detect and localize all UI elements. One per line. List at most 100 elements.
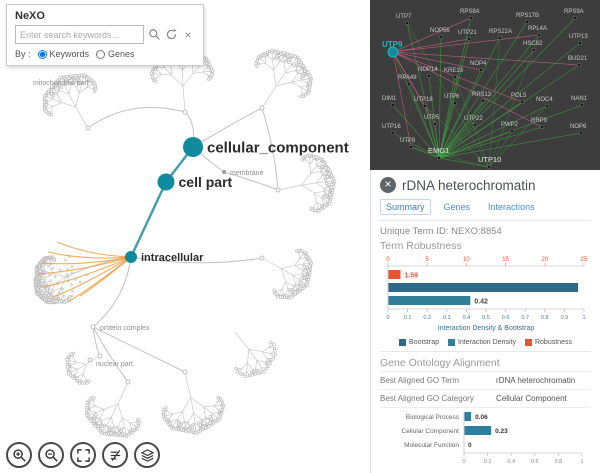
gene-node-PWP2[interactable] bbox=[510, 129, 514, 133]
tree-leaf-node[interactable] bbox=[299, 76, 304, 80]
gene-node-UTP7[interactable] bbox=[405, 21, 409, 25]
tree-leaf-node[interactable] bbox=[37, 265, 41, 269]
tree-leaf-node[interactable] bbox=[308, 74, 312, 78]
layers-button[interactable] bbox=[134, 442, 160, 468]
gene-label-RPS22A[interactable]: RPS22A bbox=[489, 29, 512, 35]
tree-leaf-node[interactable] bbox=[219, 411, 224, 415]
gene-label-UTP21[interactable]: UTP21 bbox=[458, 30, 477, 36]
tree-leaf-node[interactable] bbox=[276, 50, 280, 54]
tree-leaf-node[interactable] bbox=[69, 352, 73, 356]
tree-leaf-node[interactable] bbox=[165, 420, 170, 425]
tree-node[interactable] bbox=[182, 369, 188, 375]
tree-leaf-node[interactable] bbox=[309, 206, 313, 210]
tree-leaf-node[interactable] bbox=[151, 78, 156, 83]
tree-leaf-node[interactable] bbox=[60, 85, 64, 89]
tree-leaf-node[interactable] bbox=[177, 419, 181, 423]
tree-leaf-node[interactable] bbox=[222, 404, 226, 408]
tree-leaf-node[interactable] bbox=[43, 288, 46, 291]
clear-icon[interactable]: × bbox=[184, 27, 192, 42]
gene-label-EMG1[interactable]: EMG1 bbox=[428, 146, 449, 155]
tree-leaf-node[interactable] bbox=[307, 87, 312, 92]
tree-leaf-node[interactable] bbox=[44, 109, 48, 113]
tree-leaf-node[interactable] bbox=[96, 424, 100, 428]
search-icon[interactable] bbox=[147, 28, 161, 42]
tree-leaf-node[interactable] bbox=[53, 275, 57, 279]
tree-leaf-node[interactable] bbox=[304, 93, 308, 97]
tree-leaf-node[interactable] bbox=[270, 48, 274, 52]
tree-leaf-node[interactable] bbox=[267, 357, 272, 362]
tab-summary[interactable]: Summary bbox=[380, 199, 431, 215]
tree-leaf-node[interactable] bbox=[221, 401, 225, 405]
tree-leaf-node[interactable] bbox=[262, 54, 266, 58]
term-label[interactable]: cellular_component bbox=[207, 139, 349, 156]
tree-leaf-node[interactable] bbox=[235, 370, 239, 374]
gene-node-UTP8[interactable] bbox=[409, 145, 413, 149]
tree-leaf-node[interactable] bbox=[208, 414, 212, 419]
gene-label-HSC82[interactable]: HSC82 bbox=[523, 41, 543, 47]
tree-leaf-node[interactable] bbox=[217, 418, 221, 422]
tree-leaf-node[interactable] bbox=[68, 367, 72, 371]
tree-leaf-node[interactable] bbox=[272, 288, 276, 292]
tree-leaf-node[interactable] bbox=[136, 417, 140, 421]
tree-leaf-node[interactable] bbox=[74, 75, 78, 79]
tree-leaf-node[interactable] bbox=[109, 431, 113, 435]
tree-leaf-node[interactable] bbox=[210, 73, 214, 77]
tree-leaf-node[interactable] bbox=[176, 428, 181, 432]
gene-node-RPA49[interactable] bbox=[407, 82, 411, 86]
gene-node-EMG1[interactable] bbox=[437, 156, 441, 160]
tree-leaf-node[interactable] bbox=[67, 371, 71, 375]
tree-leaf-node[interactable] bbox=[161, 414, 165, 419]
tree-leaf-node[interactable] bbox=[303, 69, 307, 73]
gene-label-UTP10[interactable]: UTP10 bbox=[478, 155, 501, 164]
gene-node-UTP16[interactable] bbox=[391, 131, 395, 135]
tree-node[interactable] bbox=[90, 324, 96, 330]
tree-leaf-node[interactable] bbox=[43, 279, 46, 283]
gene-node-NOP6[interactable] bbox=[579, 131, 583, 135]
tree-leaf-node[interactable] bbox=[194, 431, 198, 435]
tree-leaf-node[interactable] bbox=[328, 199, 332, 203]
gene-label-NOC4[interactable]: NOC4 bbox=[536, 97, 553, 103]
tree-leaf-node[interactable] bbox=[50, 296, 54, 300]
radio-keywords-input[interactable] bbox=[37, 49, 47, 59]
gene-node-UTP10[interactable] bbox=[487, 165, 491, 169]
tree-leaf-node[interactable] bbox=[287, 60, 291, 65]
tree-leaf-node[interactable] bbox=[207, 62, 212, 66]
gene-label-BUD21[interactable]: BUD21 bbox=[568, 56, 588, 62]
zoom-out-button[interactable] bbox=[38, 442, 64, 468]
tree-leaf-node[interactable] bbox=[36, 289, 40, 292]
tree-leaf-node[interactable] bbox=[264, 367, 269, 371]
tree-node[interactable] bbox=[87, 357, 93, 363]
zoom-in-button[interactable] bbox=[6, 442, 32, 468]
tree-leaf-node[interactable] bbox=[244, 374, 248, 379]
gene-label-RPS17B[interactable]: RPS17B bbox=[516, 13, 539, 19]
gene-node-UTP21[interactable] bbox=[467, 37, 471, 41]
tree-leaf-node[interactable] bbox=[272, 346, 277, 351]
gene-node-RPS13[interactable] bbox=[481, 99, 485, 103]
gene-label-RPS13[interactable]: RPS13 bbox=[472, 92, 492, 98]
tree-leaf-node[interactable] bbox=[262, 370, 266, 374]
gene-node-HSC82[interactable] bbox=[532, 48, 536, 52]
tree-leaf-node[interactable] bbox=[65, 273, 69, 276]
tab-interactions[interactable]: Interactions bbox=[488, 202, 535, 212]
gene-node-NAN1[interactable] bbox=[580, 103, 584, 107]
term-label[interactable]: cell part bbox=[179, 174, 233, 190]
tree-leaf-node[interactable] bbox=[78, 381, 82, 385]
tree-leaf-node[interactable] bbox=[197, 421, 201, 425]
gene-label-RPS9A[interactable]: RPS9A bbox=[564, 9, 584, 15]
tree-leaf-node[interactable] bbox=[286, 54, 290, 58]
tree-leaf-node[interactable] bbox=[300, 276, 304, 280]
tree-leaf-node[interactable] bbox=[88, 398, 92, 402]
tree-leaf-node[interactable] bbox=[86, 415, 90, 420]
term-node-cell-part[interactable] bbox=[157, 173, 175, 191]
tree-leaf-node[interactable] bbox=[201, 425, 206, 429]
tree-leaf-node[interactable] bbox=[218, 408, 223, 412]
term-label-minor[interactable]: protein complex bbox=[100, 325, 150, 332]
gene-node-UTP9[interactable] bbox=[387, 46, 399, 58]
tree-leaf-node[interactable] bbox=[154, 80, 158, 84]
tree-node[interactable] bbox=[85, 125, 91, 131]
gene-node-UTP13[interactable] bbox=[578, 41, 582, 45]
gene-node-RPS22A[interactable] bbox=[498, 36, 502, 40]
tree-leaf-node[interactable] bbox=[296, 55, 300, 59]
gene-node-DIM1[interactable] bbox=[391, 103, 395, 107]
